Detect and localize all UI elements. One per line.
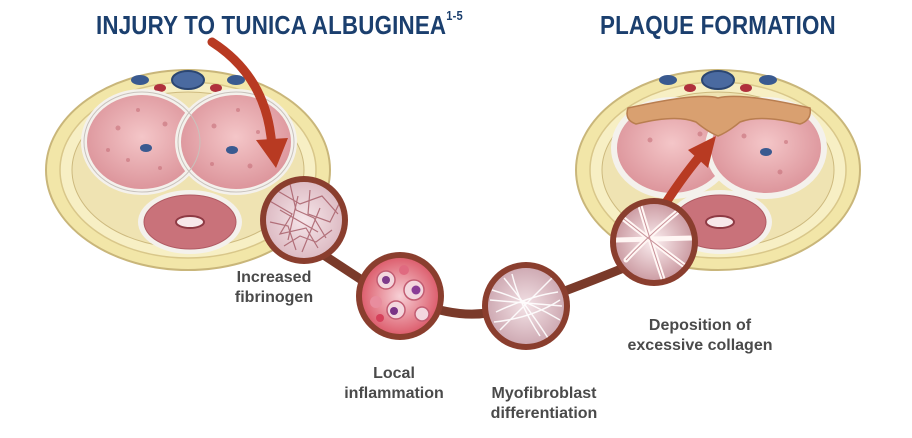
micrograph-collagen: [610, 198, 698, 286]
micrograph-fibrinogen: [260, 176, 348, 264]
heading-plaque-formation: PLAQUE FORMATION: [600, 10, 836, 40]
heading-injury-reference: 1-5: [446, 8, 463, 23]
micrograph-myofibroblast: [482, 262, 570, 350]
micrograph-inflammation: [356, 252, 444, 340]
injury-arrow: [207, 37, 288, 168]
cross-section-left: [45, 69, 331, 271]
plaque-shape: [626, 95, 812, 137]
heading-injury: INJURY TO TUNICA ALBUGINEA1-5: [96, 8, 463, 40]
